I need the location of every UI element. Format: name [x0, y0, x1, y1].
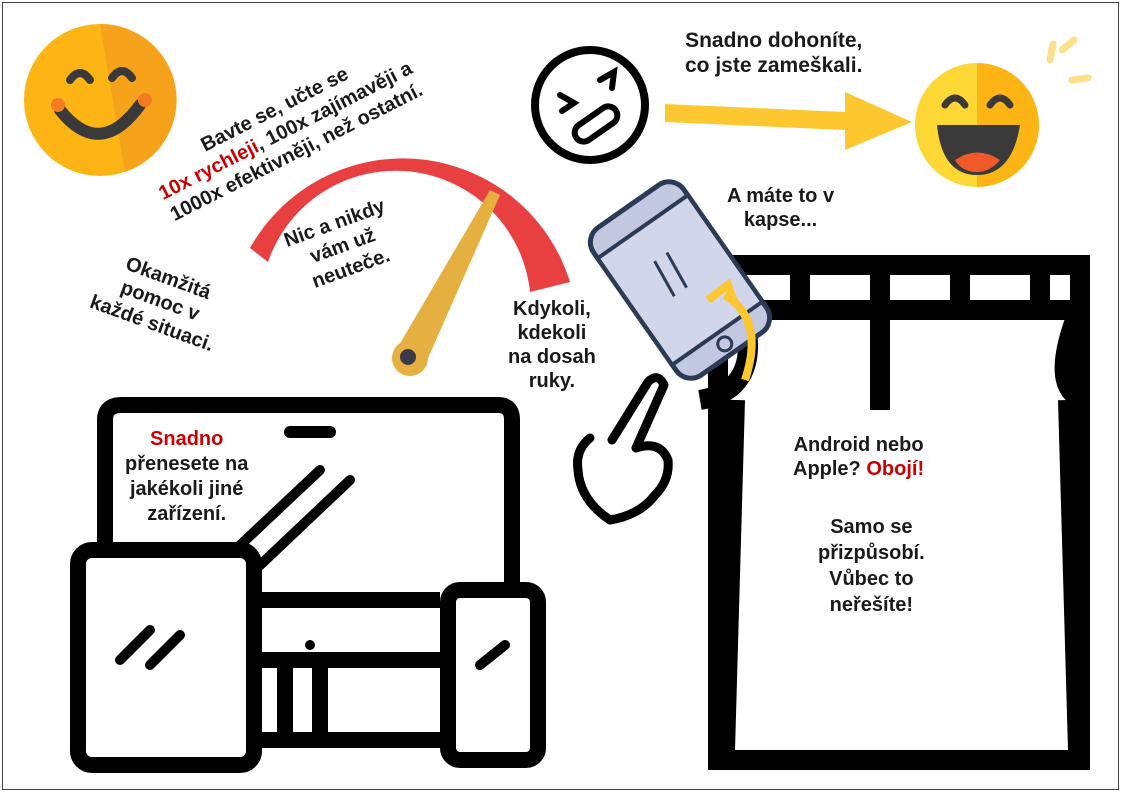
adapt-text-line1: Samo se [830, 516, 913, 538]
platform-text-apple: Apple? [793, 458, 867, 480]
transfer-text-line3: jakékoli jiné [130, 478, 244, 500]
platform-text-line2: Apple? Obojí! [793, 457, 924, 481]
anywhere-text: Kdykoli, kdekoli na dosah ruky. [508, 297, 596, 393]
transfer-text-highlight: Snadno [150, 428, 224, 450]
pocket-text-line2: kapse... [743, 209, 818, 231]
catchup-text: Snadno dohoníte, co jste zameškali. [685, 28, 862, 78]
pocket-text-line1: A máte to v [727, 185, 835, 207]
arrow-right-icon [665, 92, 912, 150]
adapt-text: Samo se přizpůsobí. Vůbec to neřešíte! [818, 514, 925, 618]
devices-icon [70, 397, 546, 773]
pointing-hand-icon [573, 373, 673, 525]
jeans-pocket-icon [697, 255, 1090, 770]
laughing-face-icon [915, 36, 1092, 187]
transfer-text-line2: přenesete na [125, 453, 249, 475]
anywhere-text-line4: ruky. [528, 370, 576, 392]
anywhere-text-line2: kdekoli [517, 322, 587, 344]
anywhere-text-line3: na dosah [508, 346, 596, 368]
transfer-text: Snadno přenesete na jakékoli jiné zaříze… [125, 427, 248, 527]
adapt-text-line4: neřešíte! [829, 594, 914, 616]
catchup-text-line2: co jste zameškali. [685, 54, 863, 78]
adapt-text-line3: Vůbec to [829, 568, 914, 590]
gauge-icon [250, 158, 570, 376]
squinting-face-icon [531, 46, 649, 164]
smartphone-icon [587, 179, 773, 381]
platform-text: Android nebo Apple? Obojí! [793, 433, 924, 481]
catchup-text-line1: Snadno dohoníte, [685, 29, 863, 52]
platform-text-highlight: Obojí! [866, 458, 925, 480]
platform-text-line1: Android nebo [793, 434, 924, 456]
pocket-text: A máte to v kapse... [727, 184, 834, 232]
smiley-face-icon [24, 23, 177, 176]
anywhere-text-line1: Kdykoli, [513, 298, 591, 320]
adapt-text-line2: přizpůsobí. [818, 542, 925, 564]
transfer-text-line4: zařízení. [147, 503, 227, 525]
